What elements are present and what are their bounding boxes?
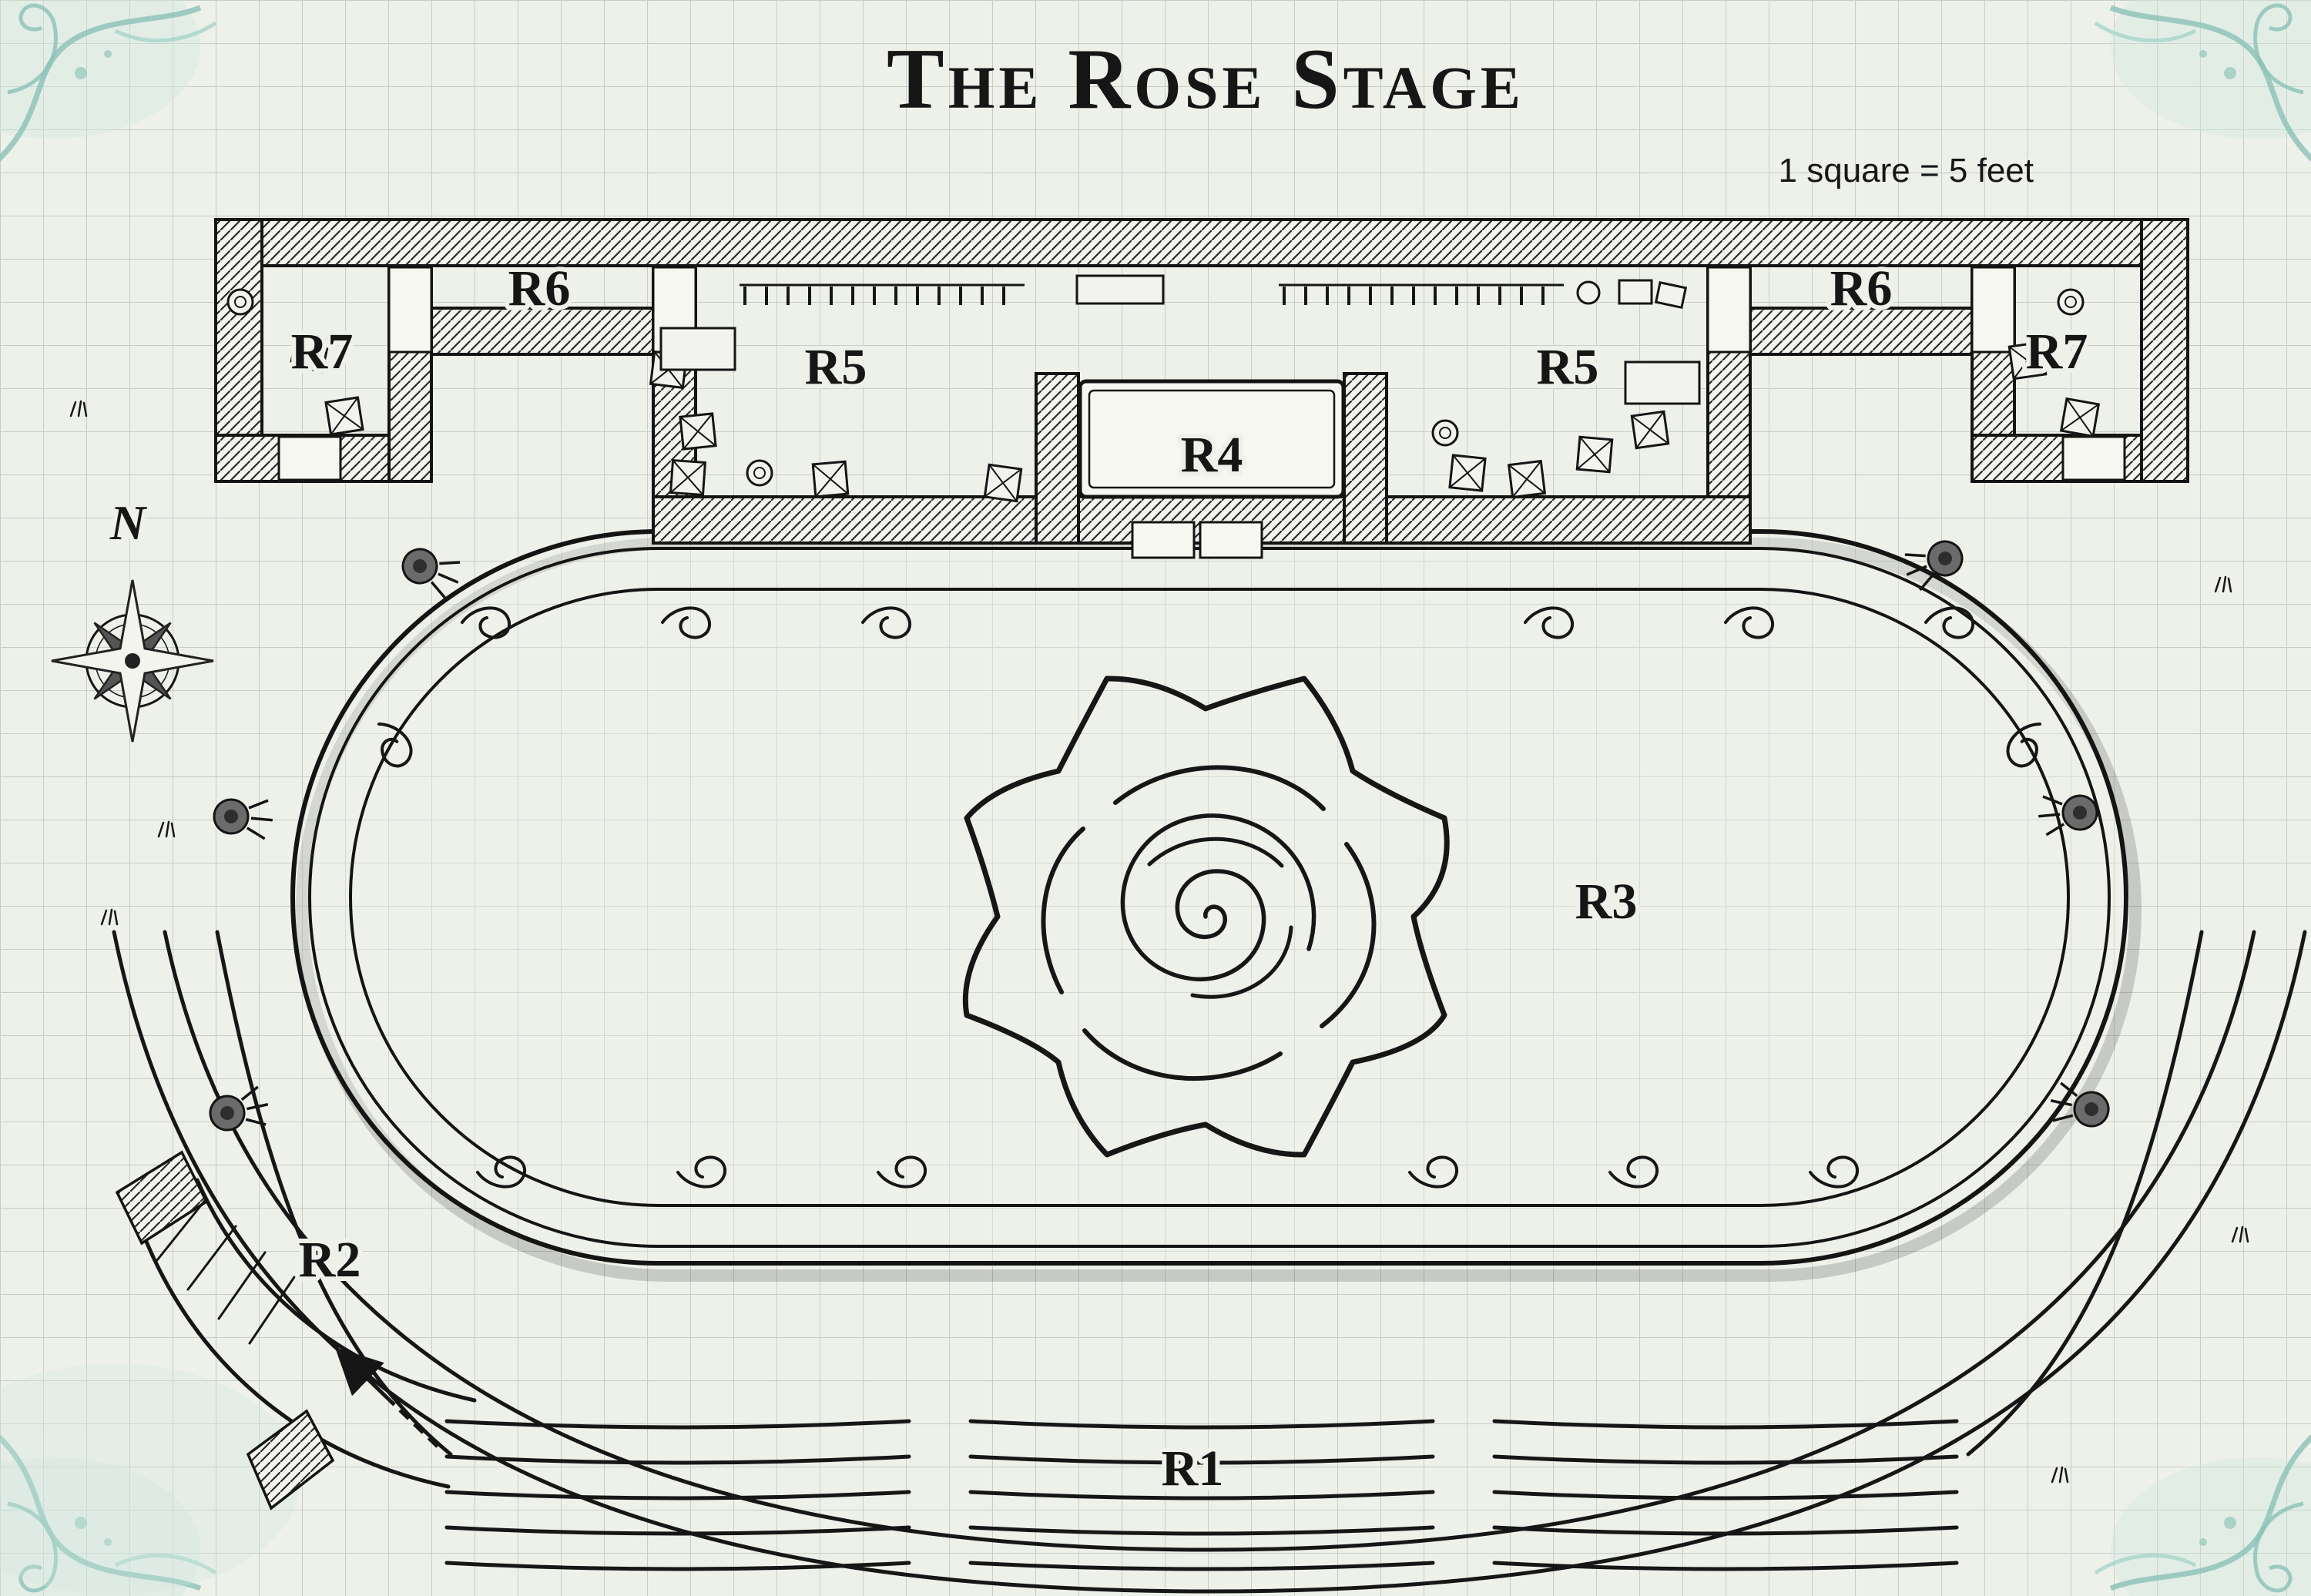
desk-icon — [659, 327, 736, 371]
room-label-r3: R3 — [1575, 873, 1638, 930]
wall-segment — [430, 307, 656, 356]
entry-arrow-icon — [334, 1347, 391, 1402]
door-icon — [1199, 521, 1263, 559]
bench-row — [444, 1454, 911, 1465]
stage-ramp — [115, 1150, 477, 1510]
entry-arrow-tail — [388, 1399, 439, 1448]
prop-box-icon — [1618, 279, 1653, 305]
bench-row — [444, 1490, 911, 1500]
desk-icon — [1624, 360, 1701, 405]
door-icon — [1971, 266, 2016, 354]
bench-row — [1492, 1454, 1959, 1465]
wall-segment — [214, 218, 2189, 267]
barrel-icon — [2057, 288, 2085, 316]
table-icon — [1078, 379, 1346, 499]
ramp-wall — [246, 1409, 335, 1510]
room-label-r5-right: R5 — [1537, 339, 1599, 395]
ramp-steps — [156, 1197, 296, 1345]
door-icon — [277, 435, 342, 481]
room-labels: R1 R2 R3 R4 R5 R5 R6 R6 R7 R7 N — [106, 256, 2092, 1501]
bench-row — [444, 1419, 911, 1430]
bench-prop-icon — [1075, 274, 1165, 305]
room-label-r7-left: R7 — [291, 324, 354, 380]
green-room-table — [1078, 379, 1346, 499]
walkway-arc — [1966, 930, 2204, 1457]
north-label: N — [109, 495, 148, 550]
room-label-r5-left: R5 — [805, 339, 867, 395]
door-icon — [1131, 521, 1196, 559]
stage-oval — [290, 529, 2142, 1282]
ramp-edge — [195, 1178, 477, 1403]
barrel-icon — [226, 288, 254, 316]
crate-icon — [983, 463, 1023, 503]
bench-row — [968, 1454, 1435, 1465]
bench-row — [444, 1561, 911, 1571]
door-icon — [2061, 435, 2126, 481]
ramp-edge — [144, 1239, 451, 1489]
bench-row — [968, 1490, 1435, 1500]
table-inner-line — [1088, 389, 1336, 489]
backstage-props — [226, 274, 2100, 503]
seating-rows — [444, 1419, 1959, 1571]
door-icon — [1706, 266, 1752, 354]
room-label-r6-left: R6 — [508, 260, 571, 317]
stage-outer-edge — [290, 529, 2128, 1266]
wall-segment — [2140, 218, 2189, 483]
crate-icon — [1630, 410, 1670, 450]
bench-row — [1492, 1419, 1959, 1430]
wall-segment — [1343, 372, 1388, 545]
bench-row — [1492, 1525, 1959, 1536]
compass-rose-icon — [51, 579, 214, 743]
room-label-r4: R4 — [1181, 427, 1243, 483]
bench-row — [968, 1561, 1435, 1571]
crate-icon — [2060, 397, 2100, 438]
walkway-arc — [215, 930, 453, 1457]
ramp-wall — [115, 1150, 209, 1246]
crate-icon — [811, 460, 850, 498]
bench-row — [1492, 1561, 1959, 1571]
backstage-building — [214, 218, 2189, 559]
wall-segment — [1035, 372, 1080, 545]
prop-circle-icon — [1576, 280, 1601, 305]
barrel-icon — [1431, 419, 1459, 447]
crate-icon — [679, 412, 717, 451]
prop-box-icon — [1654, 280, 1688, 310]
bench-row — [968, 1419, 1435, 1430]
crate-icon — [324, 396, 364, 436]
walkway-arc — [163, 930, 2256, 1552]
room-label-r1: R1 — [1162, 1440, 1224, 1497]
crate-icon — [1508, 460, 1546, 498]
bench-row — [1492, 1490, 1959, 1500]
room-label-r6-right: R6 — [1830, 260, 1893, 317]
watercolor-wash — [0, 1363, 300, 1594]
stage-inner-border — [349, 588, 2070, 1207]
map-title: The Rose Stage — [887, 32, 1524, 127]
rose-illustration — [962, 676, 1450, 1158]
crate-icon — [1448, 454, 1487, 492]
bench-row — [968, 1525, 1435, 1536]
room-label-r7-right: R7 — [2026, 324, 2088, 380]
scale-note: 1 square = 5 feet — [1779, 152, 2034, 189]
room-label-r2: R2 — [299, 1232, 361, 1288]
crate-icon — [1575, 435, 1614, 474]
door-icon — [387, 266, 433, 354]
crate-icon — [669, 459, 706, 496]
bench-row — [444, 1525, 911, 1536]
barrel-icon — [746, 459, 773, 487]
